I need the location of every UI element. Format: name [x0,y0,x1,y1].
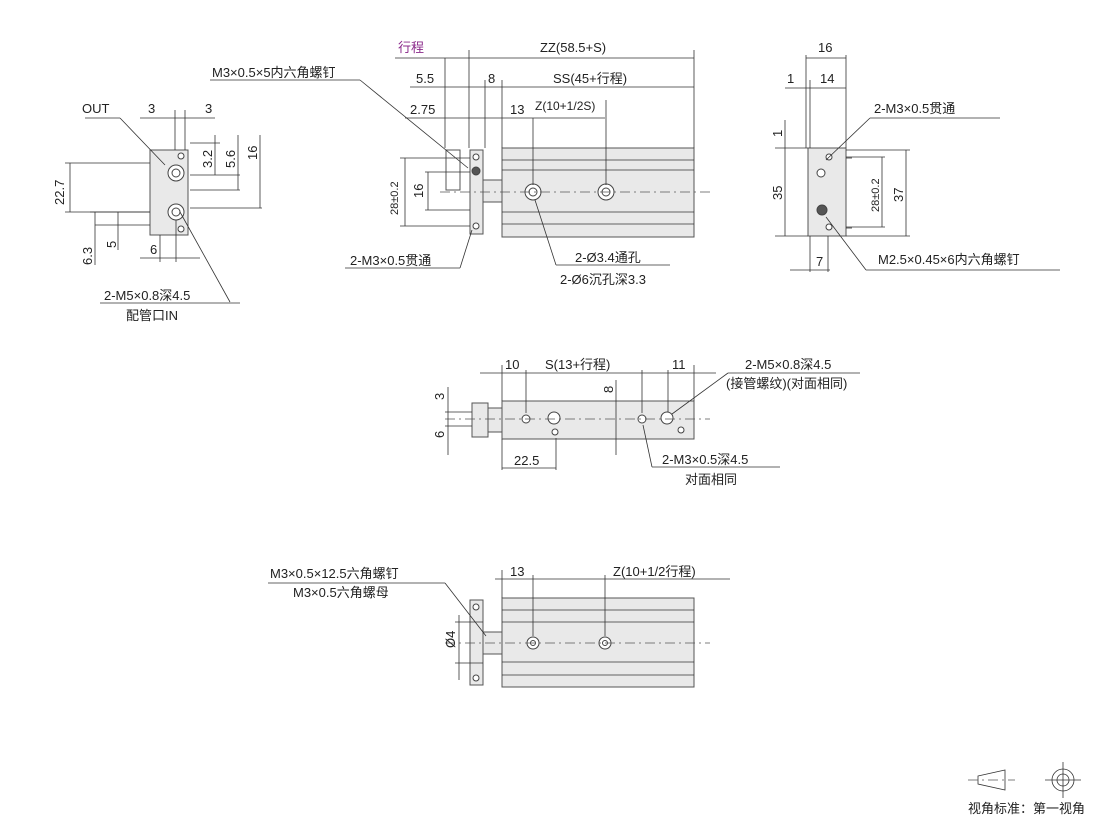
dim-13: 13 [510,564,524,579]
port-note: (接管螺纹)(对面相同) [726,376,847,391]
dim-z: Z(10+1/2行程) [613,564,696,579]
thru-label: 2-M3×0.5贯通 [350,253,431,268]
dim-1-vertical: 1 [770,130,785,137]
dim-6-3: 6.3 [80,247,95,265]
dim-14: 14 [820,71,834,86]
dim-z: Z(10+1/2S) [535,99,595,113]
tap-label: 2-M3×0.5深4.5 [662,452,748,467]
screw-label: M3×0.5×5内六角螺钉 [212,65,336,80]
dim-3b: 3 [205,101,212,116]
stroke-label: 行程 [398,40,424,55]
dim-10: 10 [505,357,519,372]
dim-22-7: 22.7 [52,180,67,205]
dim-28: 28±0.2 [389,181,401,215]
dim-1: 1 [787,71,794,86]
top-view: 行程 ZZ(58.5+S) M3×0.5×5内六角螺钉 5.5 8 SS(45+… [210,40,710,287]
dim-5-6: 5.6 [223,150,238,168]
dim-s: S(13+行程) [545,357,610,372]
dim-13: 13 [510,102,524,117]
port-spec-label: 2-M5×0.8深4.5 [104,288,190,303]
dim-8: 8 [488,71,495,86]
end-view: 16 1 14 2-M3×0.5贯通 1 35 28±0.2 37 7 M2.5… [770,40,1060,272]
dim-3: 3 [432,393,447,400]
dim-7: 7 [816,254,823,269]
tap-note: 对面相同 [685,472,737,487]
thru-label: 2-M3×0.5贯通 [874,101,955,116]
side-body [149,149,189,236]
screw-label: M2.5×0.45×6内六角螺钉 [878,252,1020,267]
dim-2-75: 2.75 [410,102,435,117]
dim-d4: Ø4 [443,631,458,648]
legend-label: 视角标准：第一视角 [968,801,1085,816]
port-label: 2-M5×0.8深4.5 [745,357,831,372]
dim-11: 11 [672,357,686,372]
dim-6: 6 [150,242,157,257]
side-view-left: OUT 3 3 3.2 5.6 16 22.7 6.3 5 6 2-M5×0.8… [52,101,262,323]
dim-6: 6 [432,431,447,438]
hole-label-1: 2-Ø3.4通孔 [575,250,641,265]
dim-35: 35 [770,186,785,200]
dim-37: 37 [891,188,906,202]
dim-5: 5 [104,241,119,248]
dim-28: 28±0.2 [870,178,882,212]
dim-16: 16 [245,146,260,160]
dim-zz: ZZ(58.5+S) [540,40,606,55]
end-body [807,147,847,237]
nut-label: M3×0.5六角螺母 [293,585,389,600]
dim-8: 8 [601,386,616,393]
hole-label-2: 2-Ø6沉孔深3.3 [560,272,646,287]
cone-symbol-icon [977,769,1006,791]
dim-3-2: 3.2 [200,150,215,168]
dim-16: 16 [411,184,426,198]
label-out: OUT [82,101,110,116]
port-in-label: 配管口IN [126,308,178,323]
dim-5-5: 5.5 [416,71,434,86]
dim-16: 16 [818,40,832,55]
dim-3a: 3 [148,101,155,116]
projection-legend: 视角标准：第一视角 [968,762,1085,816]
dim-22-5: 22.5 [514,453,539,468]
bottom-view: M3×0.5×12.5六角螺钉 M3×0.5六角螺母 13 Z(10+1/2行程… [268,564,730,688]
front-view: 10 S(13+行程) 11 8 2-M5×0.8深4.5 (接管螺纹)(对面相… [432,357,860,487]
screw-label: M3×0.5×12.5六角螺钉 [270,566,399,581]
dim-ss: SS(45+行程) [553,71,627,86]
